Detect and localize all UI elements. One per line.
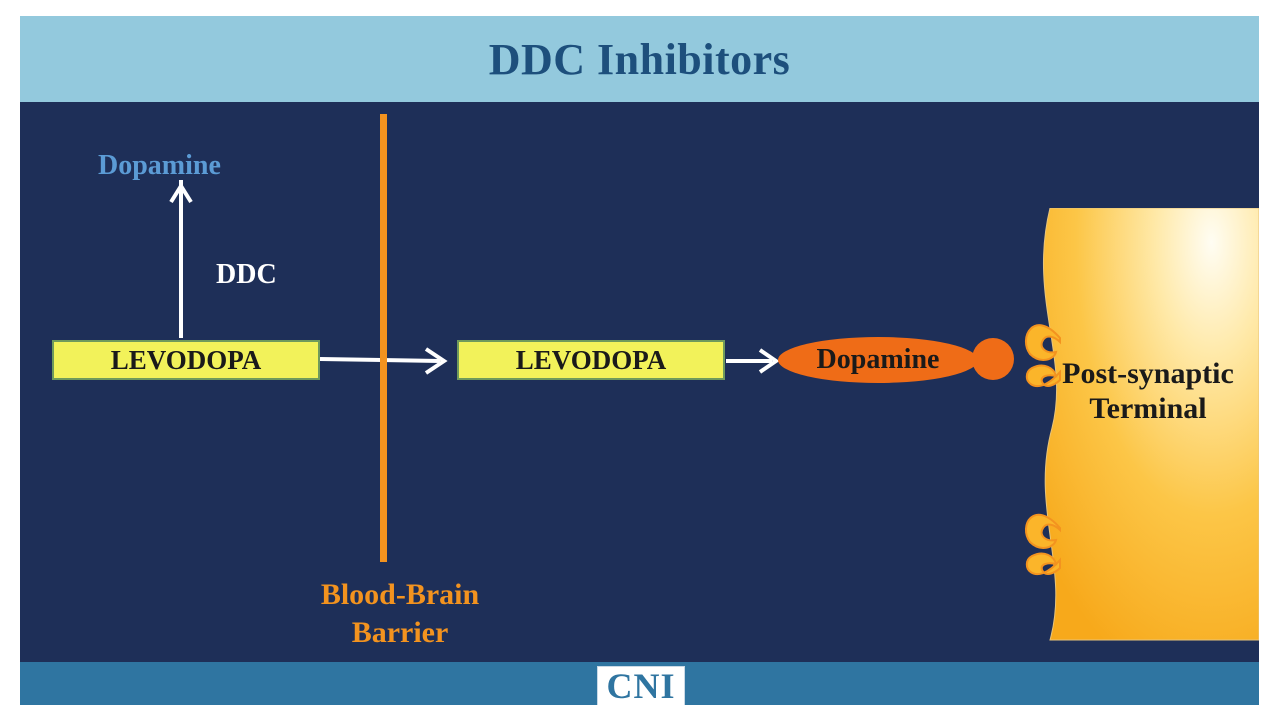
receptor-lower (1025, 513, 1061, 575)
postsynaptic-terminal-shape (1025, 208, 1259, 641)
slide: DDC Inhibitors Dopamine DDC LEVODOPA Blo… (20, 16, 1259, 705)
dopamine-molecule-label: Dopamine (816, 344, 940, 375)
dopamine-molecule: Dopamine (778, 337, 978, 383)
dopamine-molecule-knob (972, 338, 1014, 380)
dopamine-label-top: Dopamine (98, 150, 221, 181)
levodopa-box-periphery: LEVODOPA (52, 340, 320, 380)
cni-logo: CNI (597, 666, 685, 705)
arrowhead-dopamine (758, 348, 780, 374)
arrowhead-up (169, 182, 193, 204)
receptor-upper (1025, 324, 1061, 387)
levodopa-box-brain: LEVODOPA (457, 340, 725, 380)
postsynaptic-terminal-label: Post-synaptic Terminal (1062, 357, 1234, 425)
levodopa-label-periphery: LEVODOPA (110, 344, 262, 375)
arrowhead-crossing (424, 347, 448, 375)
levodopa-label-brain: LEVODOPA (515, 344, 667, 375)
footer-bar: CNI (20, 662, 1259, 705)
title-bar: DDC Inhibitors (20, 16, 1259, 102)
blood-brain-barrier-label: Blood-Brain Barrier (320, 578, 480, 649)
diagram-area: Dopamine DDC LEVODOPA Blood-Brain Barrie… (20, 102, 1259, 662)
blood-brain-barrier-line (380, 114, 387, 562)
slide-title: DDC Inhibitors (488, 34, 791, 84)
ddc-enzyme-label: DDC (216, 259, 277, 290)
